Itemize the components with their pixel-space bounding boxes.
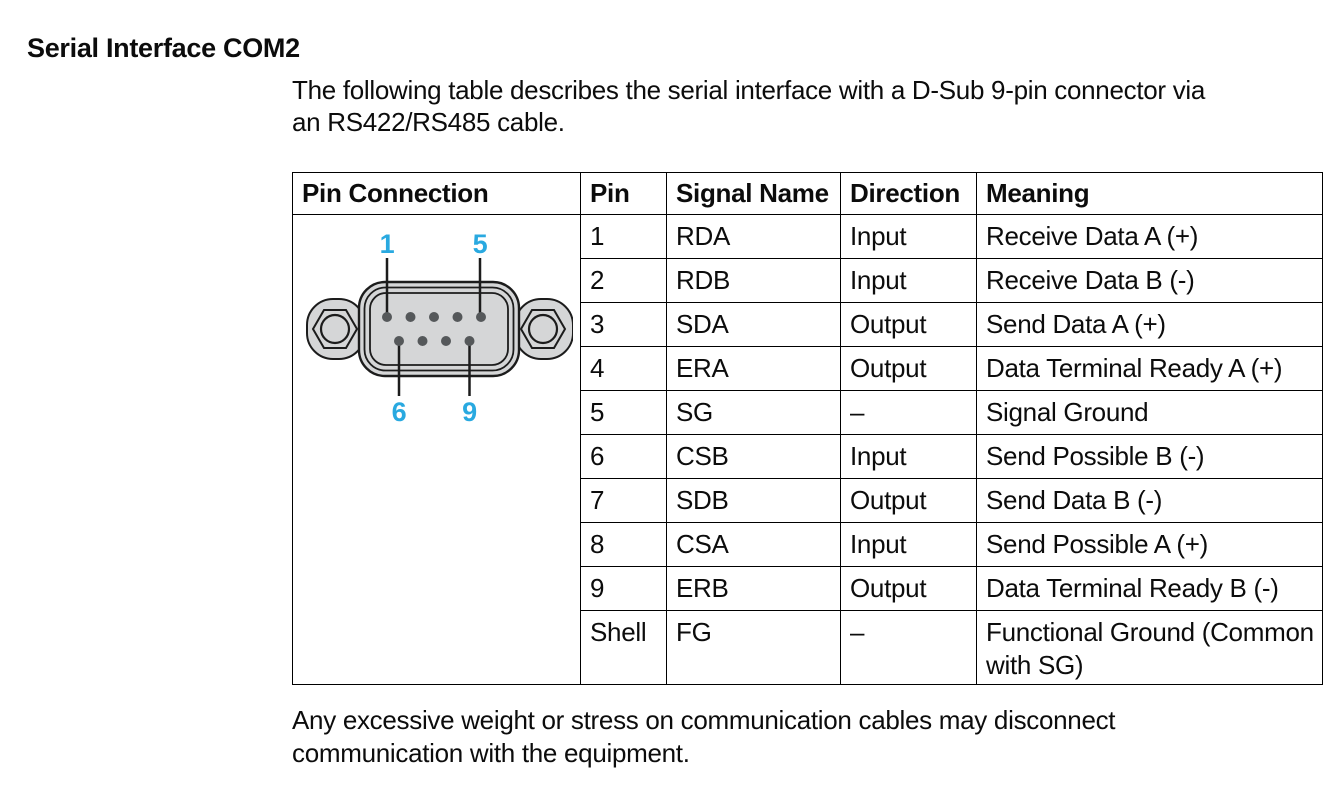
cell-meaning: Functional Ground (Common with SG) [976, 610, 1323, 685]
cell-meaning: Send Possible A (+) [976, 522, 1323, 567]
pin-dot-7 [417, 336, 428, 346]
cell-signal: RDB [666, 258, 841, 303]
cell-direction: – [840, 390, 977, 435]
pin-dot-4 [452, 312, 463, 322]
intro-line-1: The following table describes the serial… [292, 75, 1206, 105]
cell-direction: Output [840, 346, 977, 391]
cell-direction: Input [840, 258, 977, 303]
pin-dot-1 [382, 312, 392, 322]
cell-direction: Output [840, 302, 977, 347]
cell-direction: – [840, 610, 977, 685]
intro-line-2: an RS422/RS485 cable. [292, 107, 565, 137]
table-header-row: Pin Connection Pin Signal Name Direction… [292, 172, 1323, 215]
footer-line-1: Any excessive weight or stress on commun… [292, 705, 1116, 735]
col-header-direction: Direction [840, 172, 977, 215]
cell-direction: Input [840, 434, 977, 479]
table-row: 1 5 6 9 1 RDA Input Receive Data A (+) [292, 214, 1323, 685]
pin-dot-2 [405, 312, 416, 322]
cell-meaning: Data Terminal Ready B (-) [976, 566, 1323, 611]
cell-pin: 7 [580, 478, 667, 523]
table-row: 4 ERA Output Data Terminal Ready A (+) [293, 346, 1323, 391]
cell-meaning: Send Possible B (-) [976, 434, 1323, 479]
cell-signal: CSA [666, 522, 841, 567]
cell-signal: CSB [666, 434, 841, 479]
cell-meaning: Data Terminal Ready A (+) [976, 346, 1323, 391]
cell-signal: ERB [666, 566, 841, 611]
table-row: Shell FG – Functional Ground (Common wit… [293, 610, 1323, 685]
cell-signal: SDA [666, 302, 841, 347]
col-header-pin: Pin [580, 172, 667, 215]
connector-body-outer [357, 280, 521, 378]
pin-dot-6 [394, 336, 404, 346]
dsub9-connector-diagram: 1 5 6 9 [306, 229, 573, 427]
cell-pin: 4 [580, 346, 667, 391]
cell-meaning: Send Data B (-) [976, 478, 1323, 523]
serial-interface-pin-table: Pin Connection Pin Signal Name Direction… [292, 172, 1323, 685]
cell-pin: 8 [580, 522, 667, 567]
cell-pin: Shell [580, 610, 667, 685]
col-header-signal-name: Signal Name [666, 172, 841, 215]
cell-direction: Output [840, 478, 977, 523]
pin-dot-9 [464, 336, 475, 346]
pin-dot-5 [476, 312, 486, 322]
pin-number-label-9: 9 [462, 397, 477, 427]
table-row: 3 SDA Output Send Data A (+) [293, 302, 1323, 347]
cell-signal: FG [666, 610, 841, 685]
footer-paragraph: Any excessive weight or stress on commun… [292, 704, 1116, 770]
cell-direction: Input [840, 214, 977, 259]
pin-number-label-1: 1 [380, 229, 395, 259]
cell-pin: 3 [580, 302, 667, 347]
cell-meaning: Receive Data A (+) [976, 214, 1323, 259]
pin-dot-3 [429, 312, 439, 322]
cell-signal: SG [666, 390, 841, 435]
table-row: 8 CSA Input Send Possible A (+) [293, 522, 1323, 567]
cell-pin: 2 [580, 258, 667, 303]
pin-number-label-6: 6 [392, 397, 407, 427]
cell-meaning: Receive Data B (-) [976, 258, 1323, 303]
pin-number-label-5: 5 [473, 229, 488, 259]
cell-pin: 9 [580, 566, 667, 611]
cell-signal: SDB [666, 478, 841, 523]
cell-signal: ERA [666, 346, 841, 391]
footer-line-2: communication with the equipment. [292, 738, 690, 768]
cell-signal: RDA [666, 214, 841, 259]
col-header-meaning: Meaning [976, 172, 1323, 215]
cell-pin: 5 [580, 390, 667, 435]
intro-paragraph: The following table describes the serial… [292, 74, 1205, 138]
connector-body-inner [369, 292, 509, 366]
table-row: 9 ERB Output Data Terminal Ready B (-) [293, 566, 1323, 611]
cell-meaning: Send Data A (+) [976, 302, 1323, 347]
page-title: Serial Interface COM2 [27, 33, 300, 63]
cell-pin: 1 [580, 214, 667, 259]
cell-pin: 6 [580, 434, 667, 479]
connector-body-mid [363, 286, 515, 372]
pin-dot-8 [441, 336, 451, 346]
screw-hole-right [527, 313, 559, 345]
cell-direction: Output [840, 566, 977, 611]
cell-direction: Input [840, 522, 977, 567]
screw-hole-left [319, 313, 351, 345]
col-header-pin-connection: Pin Connection [292, 172, 581, 215]
cell-meaning: Signal Ground [976, 390, 1323, 435]
pin-connection-diagram-cell: 1 5 6 9 [292, 214, 581, 685]
table-row: 7 SDB Output Send Data B (-) [293, 478, 1323, 523]
